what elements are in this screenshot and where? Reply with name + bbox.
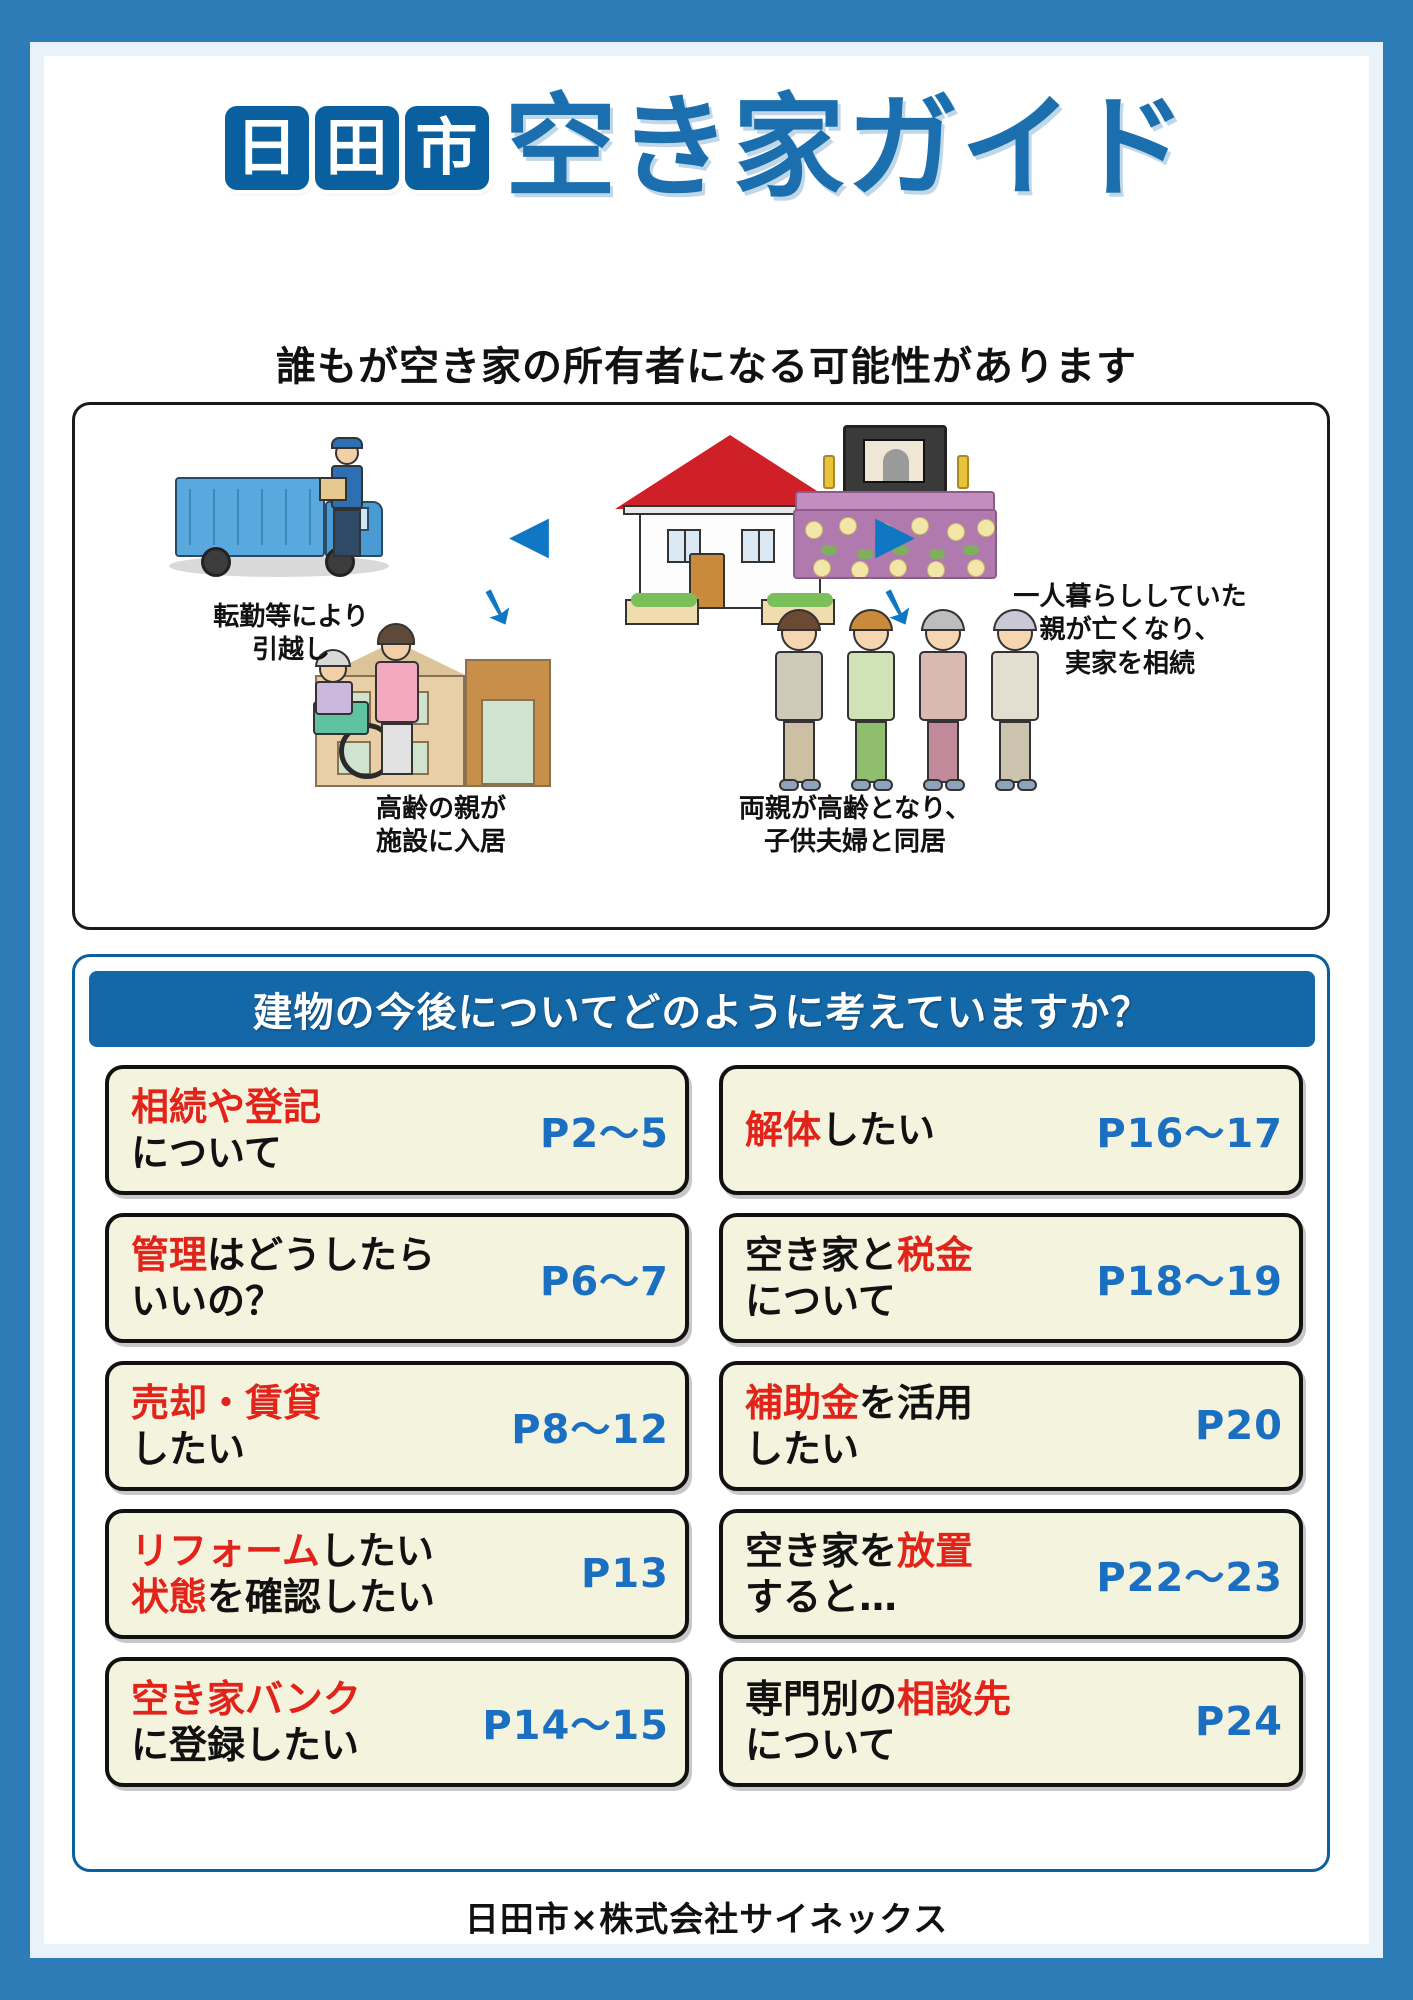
menu-item-label: 専門別の相談先について <box>745 1676 1012 1767</box>
menu-item-label: 相続や登記について <box>131 1084 322 1175</box>
wheelchair-elder-icon <box>297 637 407 787</box>
menu-item-right-4[interactable]: 空き家を放置すると… P22〜23 <box>719 1509 1303 1639</box>
arrow-left-icon: ◀ <box>509 505 549 565</box>
arrow-down-left-icon: ➘ <box>466 571 527 643</box>
menu-item-page-number: P6〜7 <box>540 1259 669 1305</box>
frame-inner-right <box>1369 42 1383 1958</box>
city-badge-2: 田 <box>314 106 399 190</box>
menu-item-label: 管理はどうしたらいいの？ <box>131 1232 436 1323</box>
city-badge-1: 日 <box>224 106 309 190</box>
poster-subtitle: 誰もが空き家の所有者になる可能性があります <box>276 344 1137 390</box>
menu-item-page-number: P8〜12 <box>511 1407 669 1453</box>
caption-inherit: 一人暮らししていた 親が亡くなり、 実家を相続 <box>1013 582 1247 679</box>
menu-item-page-number: P24 <box>1195 1699 1283 1745</box>
menu-item-page-number: P16〜17 <box>1096 1111 1283 1157</box>
menu-item-left-4[interactable]: リフォームしたい状態を確認したい P13 <box>105 1509 689 1639</box>
frame-border-bottom <box>0 1958 1413 2000</box>
frame-border-left <box>0 0 30 2000</box>
menu-item-page-number: P20 <box>1195 1403 1283 1449</box>
city-name-badges: 日 田 市 <box>224 106 489 190</box>
illustration-panel: ◀ ▶ ➘ ➘ 転勤等により 引越し 高齢の親が 施設に入居 両親が高齢となり、… <box>72 402 1330 930</box>
caption-facility: 高齢の親が 施設に入居 <box>375 794 506 858</box>
frame-inner-bottom <box>30 1944 1383 1958</box>
poster-title: 日 田 市 空き家ガイド <box>44 83 1369 213</box>
menu-item-right-1[interactable]: 解体したい P16〜17 <box>719 1065 1303 1195</box>
moving-truck-icon <box>169 455 405 615</box>
family-group-icon <box>765 609 1065 801</box>
caption-family: 両親が高齢となり、 子供夫婦と同居 <box>738 794 972 858</box>
menu-item-page-number: P22〜23 <box>1096 1555 1283 1601</box>
frame-border-right <box>1383 0 1413 2000</box>
poster-content: 日 田 市 空き家ガイド 誰もが空き家の所有者になる可能性があります <box>44 56 1369 1944</box>
caregiver-icon <box>367 619 431 789</box>
menu-panel: 建物の今後についてどのように考えていますか？ 相続や登記について P2〜5 解体した… <box>72 954 1330 1872</box>
menu-item-label: 空き家と税金について <box>745 1232 974 1323</box>
frame-inner-left <box>30 42 44 1958</box>
menu-item-page-number: P2〜5 <box>540 1111 669 1157</box>
family-person-mother <box>981 609 1049 801</box>
menu-grid: 相続や登記について P2〜5 解体したい P16〜17 管理はどうしたらいいの？ P6〜7… <box>105 1065 1303 1787</box>
footer-credit: 日田市×株式会社サイネックス <box>464 1900 949 1940</box>
family-person-wife <box>837 609 905 801</box>
menu-item-left-2[interactable]: 管理はどうしたらいいの？ P6〜7 <box>105 1213 689 1343</box>
menu-item-label: 空き家バンクに登録したい <box>131 1676 361 1767</box>
menu-item-left-1[interactable]: 相続や登記について P2〜5 <box>105 1065 689 1195</box>
caption-move: 転勤等により 引越し <box>213 602 369 666</box>
menu-item-page-number: P18〜19 <box>1096 1259 1283 1305</box>
menu-item-left-5[interactable]: 空き家バンクに登録したい P14〜15 <box>105 1657 689 1787</box>
buddhist-altar-icon <box>775 425 1015 595</box>
menu-item-label: 解体したい <box>745 1107 936 1152</box>
menu-item-label: 空き家を放置すると… <box>745 1528 974 1619</box>
family-person-father <box>909 609 977 801</box>
arrow-right-icon: ▶ <box>875 505 915 565</box>
frame-inner-top <box>30 42 1383 56</box>
menu-item-label: 補助金を活用したい <box>745 1380 974 1471</box>
mover-person-icon <box>319 437 369 559</box>
menu-item-page-number: P14〜15 <box>482 1703 669 1749</box>
menu-heading: 建物の今後についてどのように考えていますか？ <box>89 971 1315 1047</box>
menu-item-label: 売却・賃貸したい <box>131 1380 322 1471</box>
menu-item-right-2[interactable]: 空き家と税金について P18〜19 <box>719 1213 1303 1343</box>
house-icon <box>615 429 845 639</box>
frame-border-top <box>0 0 1413 42</box>
menu-item-page-number: P13 <box>581 1551 669 1597</box>
menu-item-right-5[interactable]: 専門別の相談先について P24 <box>719 1657 1303 1787</box>
city-badge-3: 市 <box>404 106 489 190</box>
menu-item-label: リフォームしたい状態を確認したい <box>131 1528 436 1619</box>
menu-item-left-3[interactable]: 売却・賃貸したい P8〜12 <box>105 1361 689 1491</box>
menu-item-right-3[interactable]: 補助金を活用したい P20 <box>719 1361 1303 1491</box>
family-person-son <box>765 609 833 801</box>
title-main-text: 空き家ガイド <box>501 83 1190 213</box>
